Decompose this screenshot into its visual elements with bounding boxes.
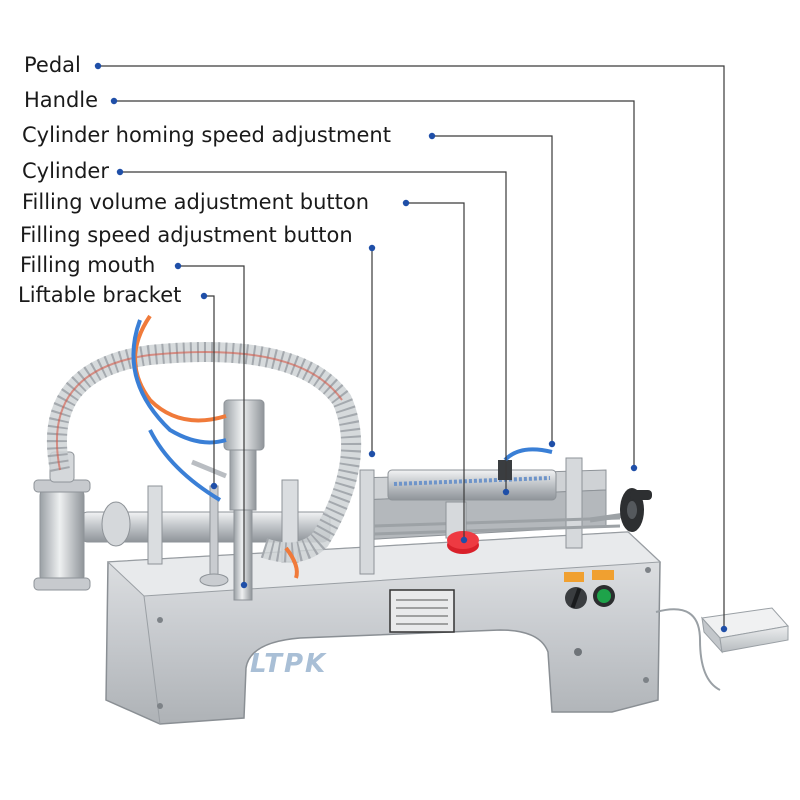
- cylinder: [387, 447, 557, 501]
- dot-mouth-start: [174, 262, 182, 270]
- dot-cylinder-end: [502, 488, 510, 496]
- dot-handle-start: [110, 97, 118, 105]
- handle-wheel: [589, 488, 652, 532]
- label-filling-speed-button: Filling speed adjustment button: [20, 223, 353, 247]
- dot-speed-start: [368, 244, 376, 252]
- dot-bracket-start: [200, 292, 208, 300]
- dot-pedal-end: [720, 625, 728, 633]
- label-filling-mouth: Filling mouth: [20, 253, 156, 277]
- dot-pedal-start: [94, 62, 102, 70]
- dot-volume-start: [402, 199, 410, 207]
- leader-line-filling-volume: [406, 202, 465, 540]
- leader-line-liftable-bracket: [204, 295, 215, 486]
- leader-dots: [94, 62, 728, 633]
- dot-handle-end: [630, 464, 638, 472]
- leader-line-cylinder-homing: [432, 135, 553, 444]
- leader-lines: [98, 65, 725, 629]
- product-tube: [79, 479, 331, 565]
- label-cylinder: Cylinder: [22, 159, 109, 183]
- leader-line-handle: [114, 100, 635, 468]
- brand-watermark: LTPK: [250, 649, 327, 679]
- dot-homing-start: [428, 132, 436, 140]
- air-hoses: [131, 314, 299, 579]
- filling-mouth-assembly: [191, 399, 265, 601]
- dot-bracket-end: [210, 482, 218, 490]
- dot-mouth-end: [240, 581, 248, 589]
- leader-line-cylinder: [120, 171, 507, 492]
- label-cylinder-homing-speed: Cylinder homing speed adjustment: [22, 123, 391, 147]
- pedal: [655, 607, 789, 691]
- dot-homing-end: [548, 440, 556, 448]
- dot-speed-end: [368, 450, 376, 458]
- dot-cylinder-start: [116, 168, 124, 176]
- label-pedal: Pedal: [24, 53, 81, 77]
- leader-line-pedal: [98, 65, 725, 629]
- label-filling-volume-button: Filling volume adjustment button: [22, 190, 370, 214]
- label-liftable-bracket: Liftable bracket: [18, 283, 182, 307]
- clear-hose: [46, 342, 362, 563]
- dot-volume-end: [460, 536, 468, 544]
- leader-line-filling-mouth: [178, 265, 245, 585]
- nameplate: [389, 589, 455, 633]
- label-handle: Handle: [24, 88, 99, 112]
- machine-body: [105, 531, 662, 725]
- control-panel: [564, 570, 615, 609]
